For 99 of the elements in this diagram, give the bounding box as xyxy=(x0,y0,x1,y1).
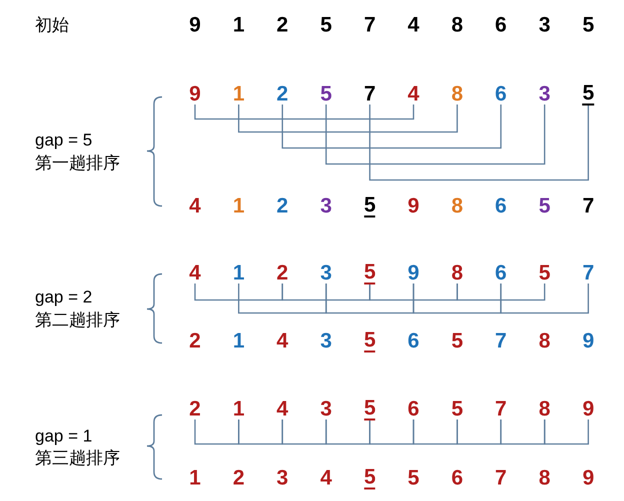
number: 4 xyxy=(276,398,288,420)
number: 5 xyxy=(364,330,376,352)
number: 9 xyxy=(189,84,201,104)
connector-line xyxy=(544,420,589,445)
number: 7 xyxy=(495,330,507,352)
number: 5 xyxy=(538,196,550,216)
number: 3 xyxy=(320,262,332,284)
connector-line xyxy=(500,284,589,314)
number: 9 xyxy=(189,14,201,36)
row-label: 初始 xyxy=(35,14,69,36)
gap-label: gap = 1 xyxy=(35,425,92,447)
number: 6 xyxy=(495,84,507,104)
number: 1 xyxy=(232,84,245,104)
number: 3 xyxy=(320,330,332,352)
number: 4 xyxy=(408,14,420,36)
number: 6 xyxy=(451,468,464,488)
connector-line xyxy=(282,104,502,149)
number: 1 xyxy=(232,330,245,352)
number: 7 xyxy=(582,196,594,216)
number: 7 xyxy=(364,14,376,36)
number: 1 xyxy=(232,196,245,216)
pass-label: 第二趟排序 xyxy=(35,309,120,331)
number: 5 xyxy=(408,468,420,488)
connector-line xyxy=(325,420,370,445)
number: 5 xyxy=(538,262,550,284)
number: 6 xyxy=(408,330,420,352)
number: 5 xyxy=(364,262,376,284)
number: 1 xyxy=(232,398,245,420)
pass-label: 第一趟排序 xyxy=(35,152,120,174)
number: 2 xyxy=(276,84,288,104)
number: 5 xyxy=(582,14,594,36)
number: 7 xyxy=(364,84,376,104)
number: 6 xyxy=(495,14,507,36)
number: 4 xyxy=(320,468,332,488)
number: 7 xyxy=(582,262,594,284)
connector-line xyxy=(238,104,458,133)
number: 2 xyxy=(189,398,201,420)
number: 4 xyxy=(189,196,201,216)
number: 8 xyxy=(451,84,464,104)
connector-line xyxy=(412,420,458,445)
connector-line xyxy=(325,104,546,165)
number: 5 xyxy=(320,14,332,36)
number: 1 xyxy=(232,262,245,284)
number: 8 xyxy=(451,196,464,216)
number: 5 xyxy=(451,398,464,420)
connector-line xyxy=(456,284,546,301)
number: 8 xyxy=(538,330,550,352)
number: 2 xyxy=(189,330,201,352)
gap-label: gap = 5 xyxy=(35,129,92,151)
connector-line xyxy=(369,104,589,181)
number: 8 xyxy=(538,398,550,420)
number: 2 xyxy=(232,468,245,488)
connector-line xyxy=(238,420,284,445)
number: 9 xyxy=(582,330,594,352)
number: 8 xyxy=(538,468,550,488)
number: 7 xyxy=(495,398,507,420)
number: 6 xyxy=(495,262,507,284)
connector-line xyxy=(282,420,327,445)
number: 4 xyxy=(408,84,420,104)
connector-line xyxy=(238,284,327,314)
number: 5 xyxy=(364,398,376,420)
number: 7 xyxy=(495,468,507,488)
number: 2 xyxy=(276,14,288,36)
connector-line xyxy=(500,420,546,445)
number: 2 xyxy=(276,196,288,216)
number: 5 xyxy=(364,466,376,490)
number: 8 xyxy=(451,262,464,284)
number: 2 xyxy=(276,262,288,284)
number: 5 xyxy=(320,84,332,104)
connector-line xyxy=(369,420,414,445)
number: 3 xyxy=(538,14,550,36)
number: 9 xyxy=(582,398,594,420)
number: 3 xyxy=(538,84,550,104)
number: 5 xyxy=(582,82,594,106)
number: 9 xyxy=(408,262,420,284)
connector-line xyxy=(412,284,502,314)
number: 3 xyxy=(320,196,332,216)
pass-label: 第三趟排序 xyxy=(35,447,120,469)
number: 4 xyxy=(276,330,288,352)
number: 9 xyxy=(582,468,594,488)
number: 5 xyxy=(364,194,376,218)
number: 1 xyxy=(189,468,201,488)
number: 3 xyxy=(276,468,288,488)
connector-line xyxy=(194,104,414,120)
connector-line xyxy=(456,420,502,445)
number: 4 xyxy=(189,262,201,284)
connector-line xyxy=(282,284,370,301)
connector-line xyxy=(194,284,284,301)
number: 9 xyxy=(408,196,420,216)
number: 1 xyxy=(232,14,245,36)
number: 3 xyxy=(320,398,332,420)
connector-line xyxy=(325,284,414,314)
gap-label: gap = 2 xyxy=(35,286,92,308)
number: 6 xyxy=(408,398,420,420)
connector-line xyxy=(194,420,240,445)
number: 5 xyxy=(451,330,464,352)
number: 6 xyxy=(495,196,507,216)
connector-line xyxy=(369,284,458,301)
number: 8 xyxy=(451,14,464,36)
